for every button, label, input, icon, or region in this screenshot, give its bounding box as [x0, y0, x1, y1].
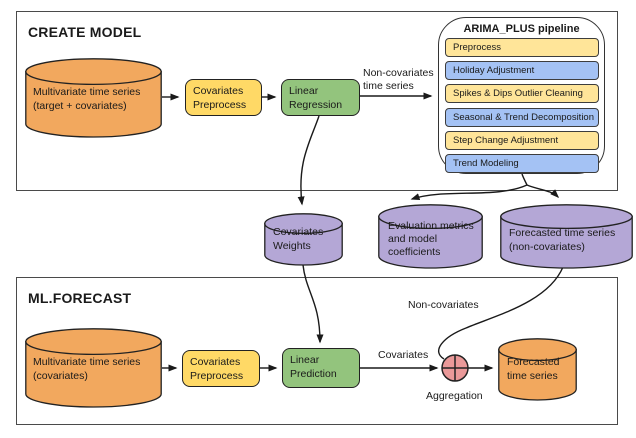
source-timeseries-label: Multivariate time series (target + covar… [33, 86, 141, 112]
aggregation-node [441, 354, 469, 382]
plus-icon [442, 355, 468, 381]
source-covariates-cylinder: Multivariate time series (covariates) [25, 328, 162, 408]
cylinder-shape [264, 213, 343, 266]
noncovariates-timeseries-edge-label: Non-covariates time series [363, 67, 434, 92]
ml-forecast-title: ML.FORECAST [28, 290, 132, 306]
pipeline-step-holiday-adjustment: Holiday Adjustment [445, 61, 599, 80]
edge-regression-to-weights [297, 115, 320, 206]
source-covariates-label: Multivariate time series (covariates) [33, 356, 141, 382]
ml-forecast-frame [16, 277, 618, 425]
pipeline-step-seasonal-trend: Seasonal & Trend Decomposition [445, 108, 599, 127]
pipeline-step-step-change: Step Change Adjustment [445, 131, 599, 150]
edge-pipeline-fork-stem [521, 173, 528, 186]
edge-pipeline-to-forecast-noncov [526, 184, 560, 199]
create-model-title: CREATE MODEL [28, 24, 142, 40]
linear-regression-box: Linear Regression [281, 79, 360, 116]
edge-forecast-noncov-to-aggregation [438, 266, 564, 360]
aggregation-label: Aggregation [426, 390, 483, 402]
covariates-weights-cylinder: Covariates Weights [264, 213, 343, 266]
evaluation-metrics-cylinder: Evaluation metrics and model coefficient… [378, 204, 483, 269]
pipeline-step-trend-modeling: Trend Modeling [445, 154, 599, 173]
forecast-noncovariates-cylinder: Forecasted time series (non-covariates) [500, 204, 633, 269]
covariates-weights-label: Covariates Weights [273, 226, 324, 252]
linear-prediction-box: Linear Prediction [282, 348, 360, 388]
cylinder-shape [378, 204, 483, 269]
covariates-preprocess-box: Covariates Preprocess [185, 79, 262, 116]
evaluation-metrics-label: Evaluation metrics and model coefficient… [388, 220, 474, 258]
edge-weights-to-prediction [302, 264, 324, 344]
forecast-noncovariates-label: Forecasted time series (non-covariates) [509, 227, 616, 253]
forecast-output-label: Forecasted time series [507, 356, 560, 382]
covariates-edge-label: Covariates [378, 349, 429, 361]
arima-plus-pipeline-title: ARIMA_PLUS pipeline [463, 23, 580, 35]
noncovariates-edge-label: Non-covariates [408, 299, 479, 311]
forecast-output-cylinder: Forecasted time series [498, 338, 577, 401]
cylinder-shape [498, 338, 577, 401]
arima-plus-pipeline: ARIMA_PLUS pipeline Preprocess Holiday A… [438, 17, 605, 174]
covariates-preprocess2-box: Covariates Preprocess [182, 350, 260, 387]
source-timeseries-cylinder: Multivariate time series (target + covar… [25, 58, 162, 138]
cylinder-shape [25, 58, 162, 138]
pipeline-step-preprocess: Preprocess [445, 38, 599, 57]
cylinder-shape [25, 328, 162, 408]
pipeline-step-spikes-dips: Spikes & Dips Outlier Cleaning [445, 84, 599, 103]
cylinder-shape [500, 204, 633, 269]
edge-pipeline-to-evaluation [410, 184, 528, 201]
create-model-frame [16, 11, 618, 191]
